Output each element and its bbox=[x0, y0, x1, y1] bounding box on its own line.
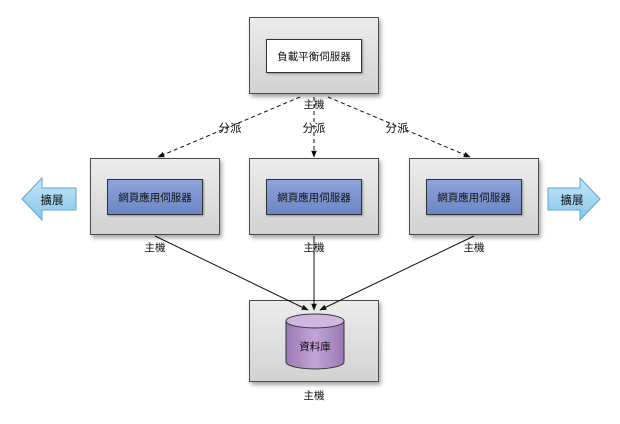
web-server-box-right: 網頁應用伺服器 bbox=[426, 179, 522, 215]
web-server-label-center: 網頁應用伺服器 bbox=[277, 191, 351, 204]
web-server-label-left: 網頁應用伺服器 bbox=[118, 191, 192, 204]
web-server-label-right: 網頁應用伺服器 bbox=[437, 191, 511, 204]
dispatch-connector-left bbox=[157, 96, 301, 158]
load-balancer-host: 負載平衡伺服器 bbox=[249, 17, 379, 94]
web-server-box-center: 網頁應用伺服器 bbox=[266, 179, 362, 215]
load-balancer-box: 負載平衡伺服器 bbox=[266, 39, 362, 73]
database-label: 資料庫 bbox=[299, 341, 331, 353]
dispatch-connector-right bbox=[327, 96, 471, 158]
web-server-host-caption-right: 主機 bbox=[463, 242, 485, 254]
web-server-box-left: 網頁應用伺服器 bbox=[107, 179, 203, 215]
load-balancer-label: 負載平衡伺服器 bbox=[277, 50, 351, 63]
web-server-host-caption-center: 主機 bbox=[303, 242, 325, 254]
load-balancer-host-caption: 主機 bbox=[303, 99, 325, 111]
web-server-host-caption-left: 主機 bbox=[144, 242, 166, 254]
dispatch-label-center: 分派 bbox=[302, 121, 326, 135]
db-connector-right bbox=[319, 235, 475, 311]
scale-left-arrow bbox=[21, 176, 77, 222]
database-host-caption: 主機 bbox=[303, 390, 325, 402]
web-server-host-left: 網頁應用伺服器 bbox=[90, 158, 220, 235]
scale-right-arrow bbox=[547, 176, 601, 222]
scale-left-label: 擴展 bbox=[40, 193, 64, 207]
web-server-host-center: 網頁應用伺服器 bbox=[249, 158, 379, 235]
database-cylinder bbox=[285, 313, 345, 370]
dispatch-label-right: 分派 bbox=[385, 121, 409, 135]
db-connector-left bbox=[154, 235, 309, 311]
web-server-host-right: 網頁應用伺服器 bbox=[409, 158, 539, 235]
scale-right-label: 擴展 bbox=[560, 193, 584, 207]
dispatch-label-left: 分派 bbox=[218, 121, 242, 135]
